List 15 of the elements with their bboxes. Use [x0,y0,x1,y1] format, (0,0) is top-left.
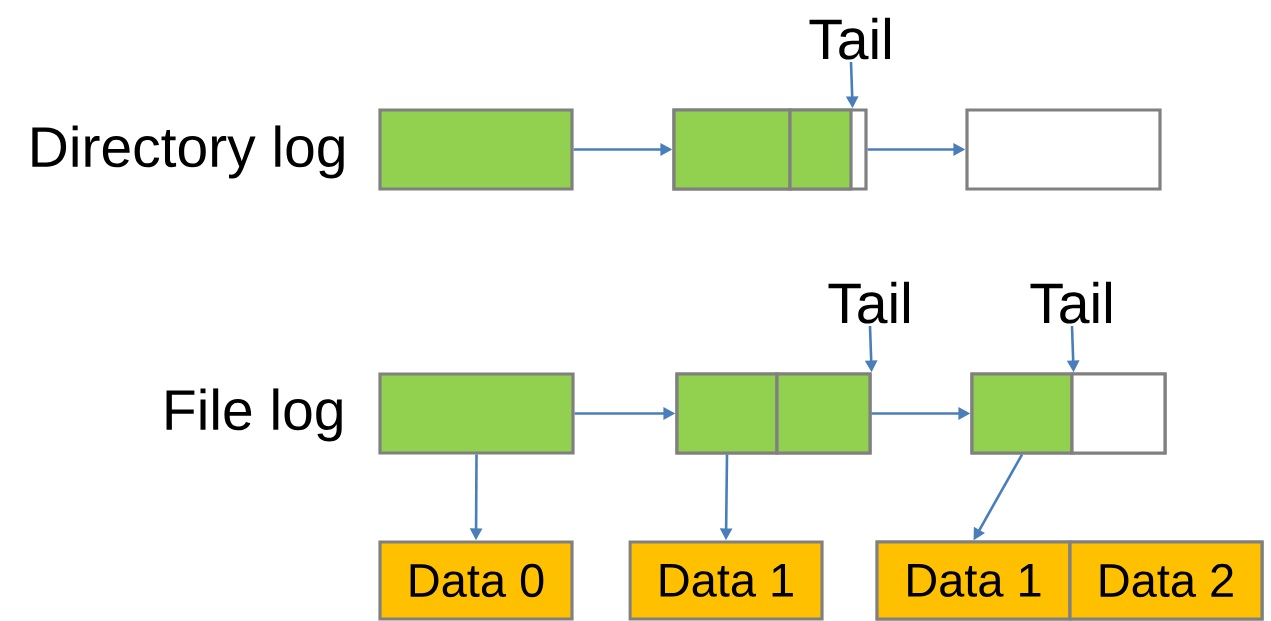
tail-label: Tail [1030,281,1111,324]
data-block: Data 0 [378,540,574,621]
data-block: Data 1 [628,540,824,621]
log-name: File log [166,388,342,442]
log-entry [788,108,853,191]
log-name: Directory log [32,125,344,179]
log-entry [775,372,872,455]
data-block: Data 2 [1068,540,1264,621]
log-block [378,372,575,455]
log-entry [1070,372,1167,455]
log-block [965,108,1162,191]
data-block: Data 1 [875,540,1072,621]
tail-label: Tail [828,281,909,324]
log-block [378,108,574,191]
tail-label: Tail [809,17,890,60]
